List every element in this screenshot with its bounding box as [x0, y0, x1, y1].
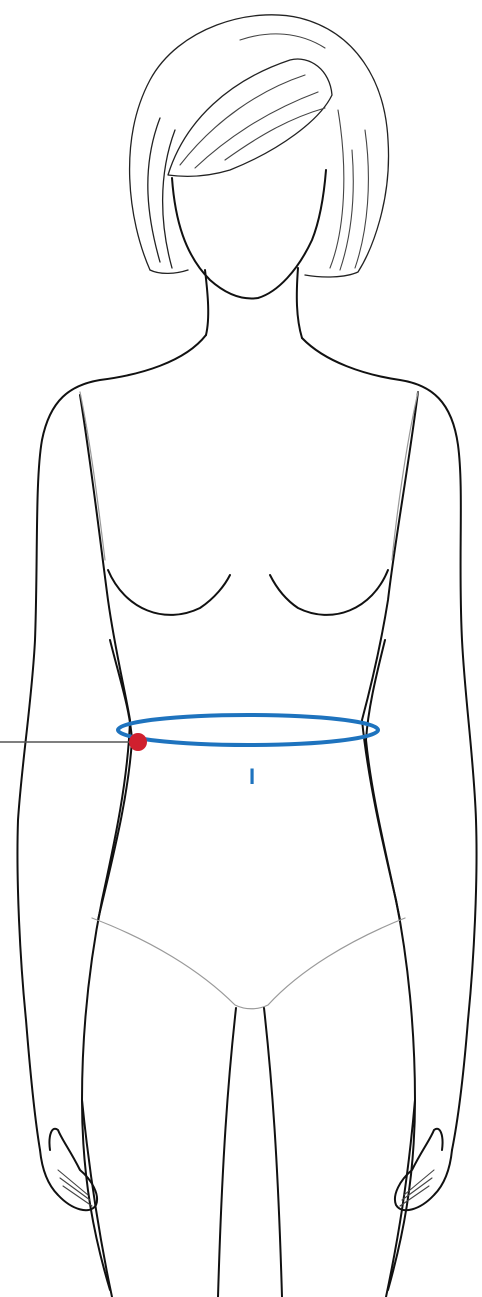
hair-outline — [130, 15, 389, 277]
hair-right-strands — [330, 110, 368, 270]
right-shoulder-arm — [302, 338, 477, 1150]
neck-left — [205, 270, 208, 335]
right-inner-leg — [264, 1008, 282, 1297]
neck-right — [297, 268, 302, 338]
hair-fringe-lines — [180, 34, 325, 168]
waist-band — [118, 715, 378, 745]
female-body-outline-icon — [17, 15, 476, 1297]
bust-left — [108, 570, 230, 615]
hair-left-strands — [148, 118, 188, 273]
briefs-outline — [92, 918, 405, 1009]
hair-fringe — [168, 59, 332, 176]
measurement-point-icon — [129, 733, 147, 751]
bust-right — [270, 570, 388, 615]
waist-measurement-band-icon: I — [118, 715, 378, 789]
left-waist-hip — [98, 640, 132, 920]
face-outline — [172, 170, 326, 298]
left-inner-leg — [218, 1008, 236, 1297]
measurement-label: I — [249, 764, 255, 789]
